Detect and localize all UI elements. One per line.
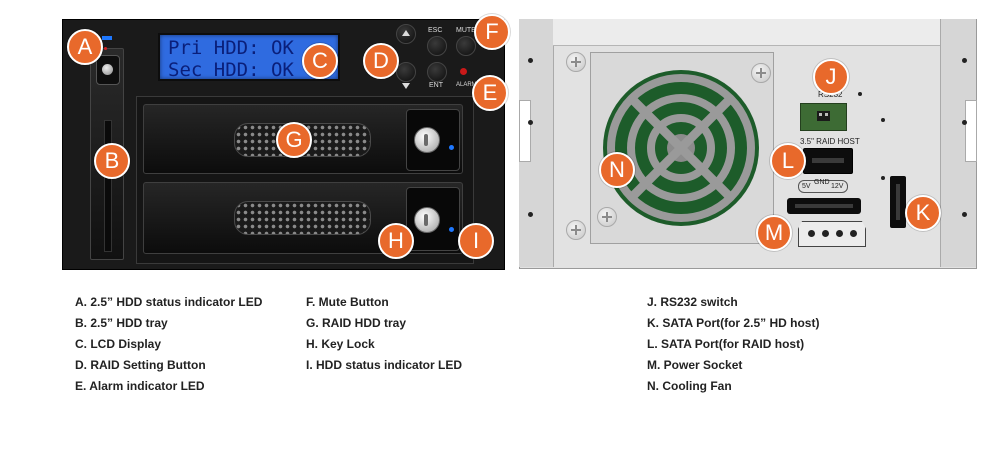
- key-lock-1[interactable]: [414, 127, 440, 153]
- label-12v: 12V: [831, 183, 844, 190]
- power-socket[interactable]: [798, 221, 866, 247]
- power-spec-box: [798, 180, 848, 193]
- screw: [751, 63, 771, 83]
- callout-i: I: [458, 223, 494, 259]
- callout-m: M: [756, 215, 792, 251]
- callout-d: D: [363, 43, 399, 79]
- hdd-status-led-2: [449, 227, 454, 232]
- legend-item-e: E. Alarm indicator LED: [75, 379, 205, 393]
- callout-a: A: [67, 29, 103, 65]
- rs232-switch[interactable]: [800, 103, 847, 131]
- callout-g: G: [276, 122, 312, 158]
- vent-grille: [234, 201, 371, 235]
- label-5v: 5V: [802, 183, 811, 190]
- legend-item-i: I. HDD status indicator LED: [306, 358, 463, 372]
- callout-j: J: [813, 59, 849, 95]
- hdd-2-5-red-dot: [104, 47, 107, 50]
- label-gnd: GND: [814, 179, 830, 186]
- callout-e: E: [472, 75, 508, 111]
- mount-hole: [528, 212, 533, 217]
- key-slot-icon: [424, 134, 428, 146]
- legend-item-c: C. LCD Display: [75, 337, 162, 351]
- hdd-status-led-1: [449, 145, 454, 150]
- sata-port-2-5-host[interactable]: [890, 176, 906, 228]
- legend-item-m: M. Power Socket: [647, 358, 743, 372]
- legend-item-n: N. Cooling Fan: [647, 379, 732, 393]
- callout-h: H: [378, 223, 414, 259]
- connector-slot: [795, 204, 853, 208]
- sata-power-connector[interactable]: [787, 198, 861, 214]
- cooling-fan-icon: [603, 70, 759, 226]
- legend-item-d: D. RAID Setting Button: [75, 358, 206, 372]
- esc-button[interactable]: [427, 36, 447, 56]
- down-button[interactable]: [396, 62, 416, 89]
- hdd-2-5-tray-knob[interactable]: [96, 55, 120, 85]
- pin-hole: [808, 230, 815, 237]
- legend-item-l: L. SATA Port(for RAID host): [647, 337, 805, 351]
- raid-host-label: 3.5" RAID HOST: [800, 137, 860, 146]
- mount-hole: [962, 212, 967, 217]
- flange-notch-left: [519, 100, 531, 162]
- raid-hdd-tray-2[interactable]: [143, 182, 463, 254]
- screw: [597, 207, 617, 227]
- legend-item-h: H. Key Lock: [306, 337, 375, 351]
- triangle-up-icon: [402, 30, 410, 36]
- pin-hole: [836, 230, 843, 237]
- mount-hole: [528, 120, 533, 125]
- mount-hole: [962, 58, 967, 63]
- sata-slot: [812, 158, 844, 163]
- callout-b: B: [94, 143, 130, 179]
- callout-f: F: [474, 14, 510, 50]
- hdd-2-5-led: [102, 36, 112, 40]
- callout-c: C: [302, 43, 338, 79]
- top-edge: [553, 19, 940, 46]
- knob-icon: [102, 64, 113, 75]
- mount-hole: [962, 120, 967, 125]
- legend-item-j: J. RS232 switch: [647, 295, 738, 309]
- up-button[interactable]: [396, 24, 416, 44]
- lcd-line-1: Pri HDD: OK: [168, 37, 294, 59]
- callout-k: K: [905, 195, 941, 231]
- alarm-led: [460, 68, 467, 75]
- sata-port-raid-host[interactable]: [803, 148, 853, 174]
- pin: [819, 113, 822, 116]
- mount-hole: [881, 118, 885, 122]
- legend-item-g: G. RAID HDD tray: [306, 316, 407, 330]
- callout-n: N: [599, 152, 635, 188]
- mount-hole: [881, 176, 885, 180]
- sata-slot: [896, 184, 900, 220]
- mount-hole: [858, 92, 862, 96]
- screw: [566, 52, 586, 72]
- jumper-pins: [817, 111, 830, 121]
- ent-button[interactable]: [427, 62, 447, 82]
- mute-label: MUTE: [456, 27, 476, 34]
- triangle-down-icon: [402, 83, 410, 89]
- key-lock-2[interactable]: [414, 207, 440, 233]
- alarm-label: ALARM: [456, 82, 477, 88]
- legend-item-f: F. Mute Button: [306, 295, 389, 309]
- screw: [566, 220, 586, 240]
- esc-label: ESC: [428, 27, 443, 34]
- legend-item-a: A. 2.5” HDD status indicator LED: [75, 295, 263, 309]
- pin: [825, 113, 828, 116]
- callout-l: L: [770, 143, 806, 179]
- mount-hole: [528, 58, 533, 63]
- key-slot-icon: [424, 214, 428, 226]
- pin-hole: [850, 230, 857, 237]
- legend-item-b: B. 2.5” HDD tray: [75, 316, 168, 330]
- hdd-2-5-tray-slot: [104, 120, 112, 252]
- flange-notch-right: [965, 100, 977, 162]
- lcd-line-2: Sec HDD: OK: [168, 59, 294, 81]
- legend-item-k: K. SATA Port(for 2.5” HD host): [647, 316, 820, 330]
- mute-button[interactable]: [456, 36, 476, 56]
- pin-hole: [822, 230, 829, 237]
- ent-label: ENT: [429, 82, 443, 89]
